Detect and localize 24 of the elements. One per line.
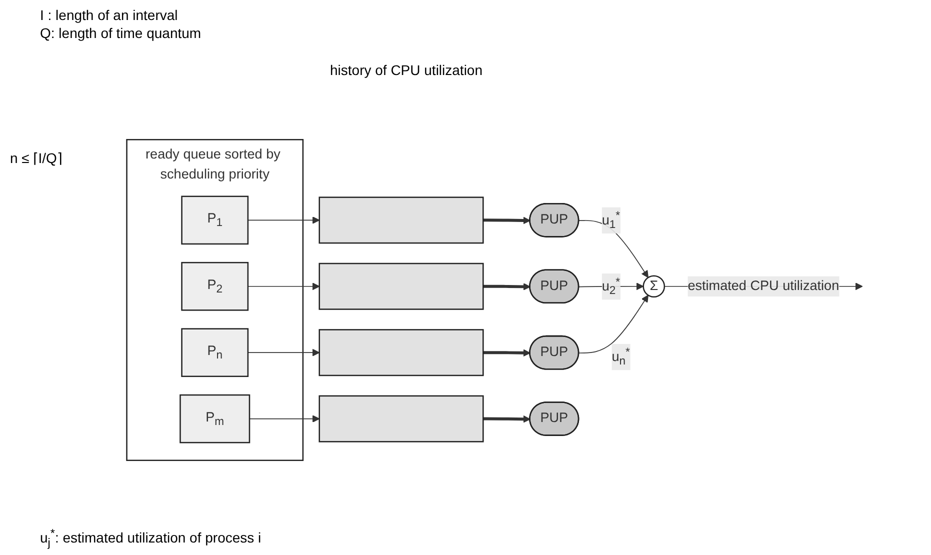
legend-note: Q: length of time quantum — [40, 24, 202, 42]
node-bar — [318, 329, 484, 376]
node-circle: Σ — [642, 275, 666, 298]
legend-note: I : length of an interval — [40, 6, 179, 24]
node-bar — [318, 395, 484, 442]
node-bar — [318, 196, 484, 244]
arrow — [483, 216, 530, 224]
arrow — [248, 282, 320, 290]
arrow — [248, 216, 320, 224]
arrow — [483, 349, 530, 357]
node-box: P$_{1}$ — [181, 196, 249, 245]
node-box: P$_{2}$ — [181, 262, 249, 311]
footnote: u$_{j}$$^{*}$: estimated utilization of process i — [40, 526, 262, 549]
bound-formula: n ≤ ⌈I/Q⌉ — [10, 150, 62, 166]
node-bar — [318, 262, 484, 310]
node-box: P$_{m}$ — [180, 394, 250, 444]
arrow — [483, 282, 530, 290]
arrow — [249, 415, 320, 423]
arrow — [483, 415, 530, 423]
arrow — [248, 348, 320, 356]
node-box: P$_{n}$ — [181, 328, 249, 377]
edge-label: estimated CPU utilization — [688, 278, 840, 294]
arrow — [578, 294, 648, 354]
section-heading: history of CPU utilization — [330, 62, 483, 78]
